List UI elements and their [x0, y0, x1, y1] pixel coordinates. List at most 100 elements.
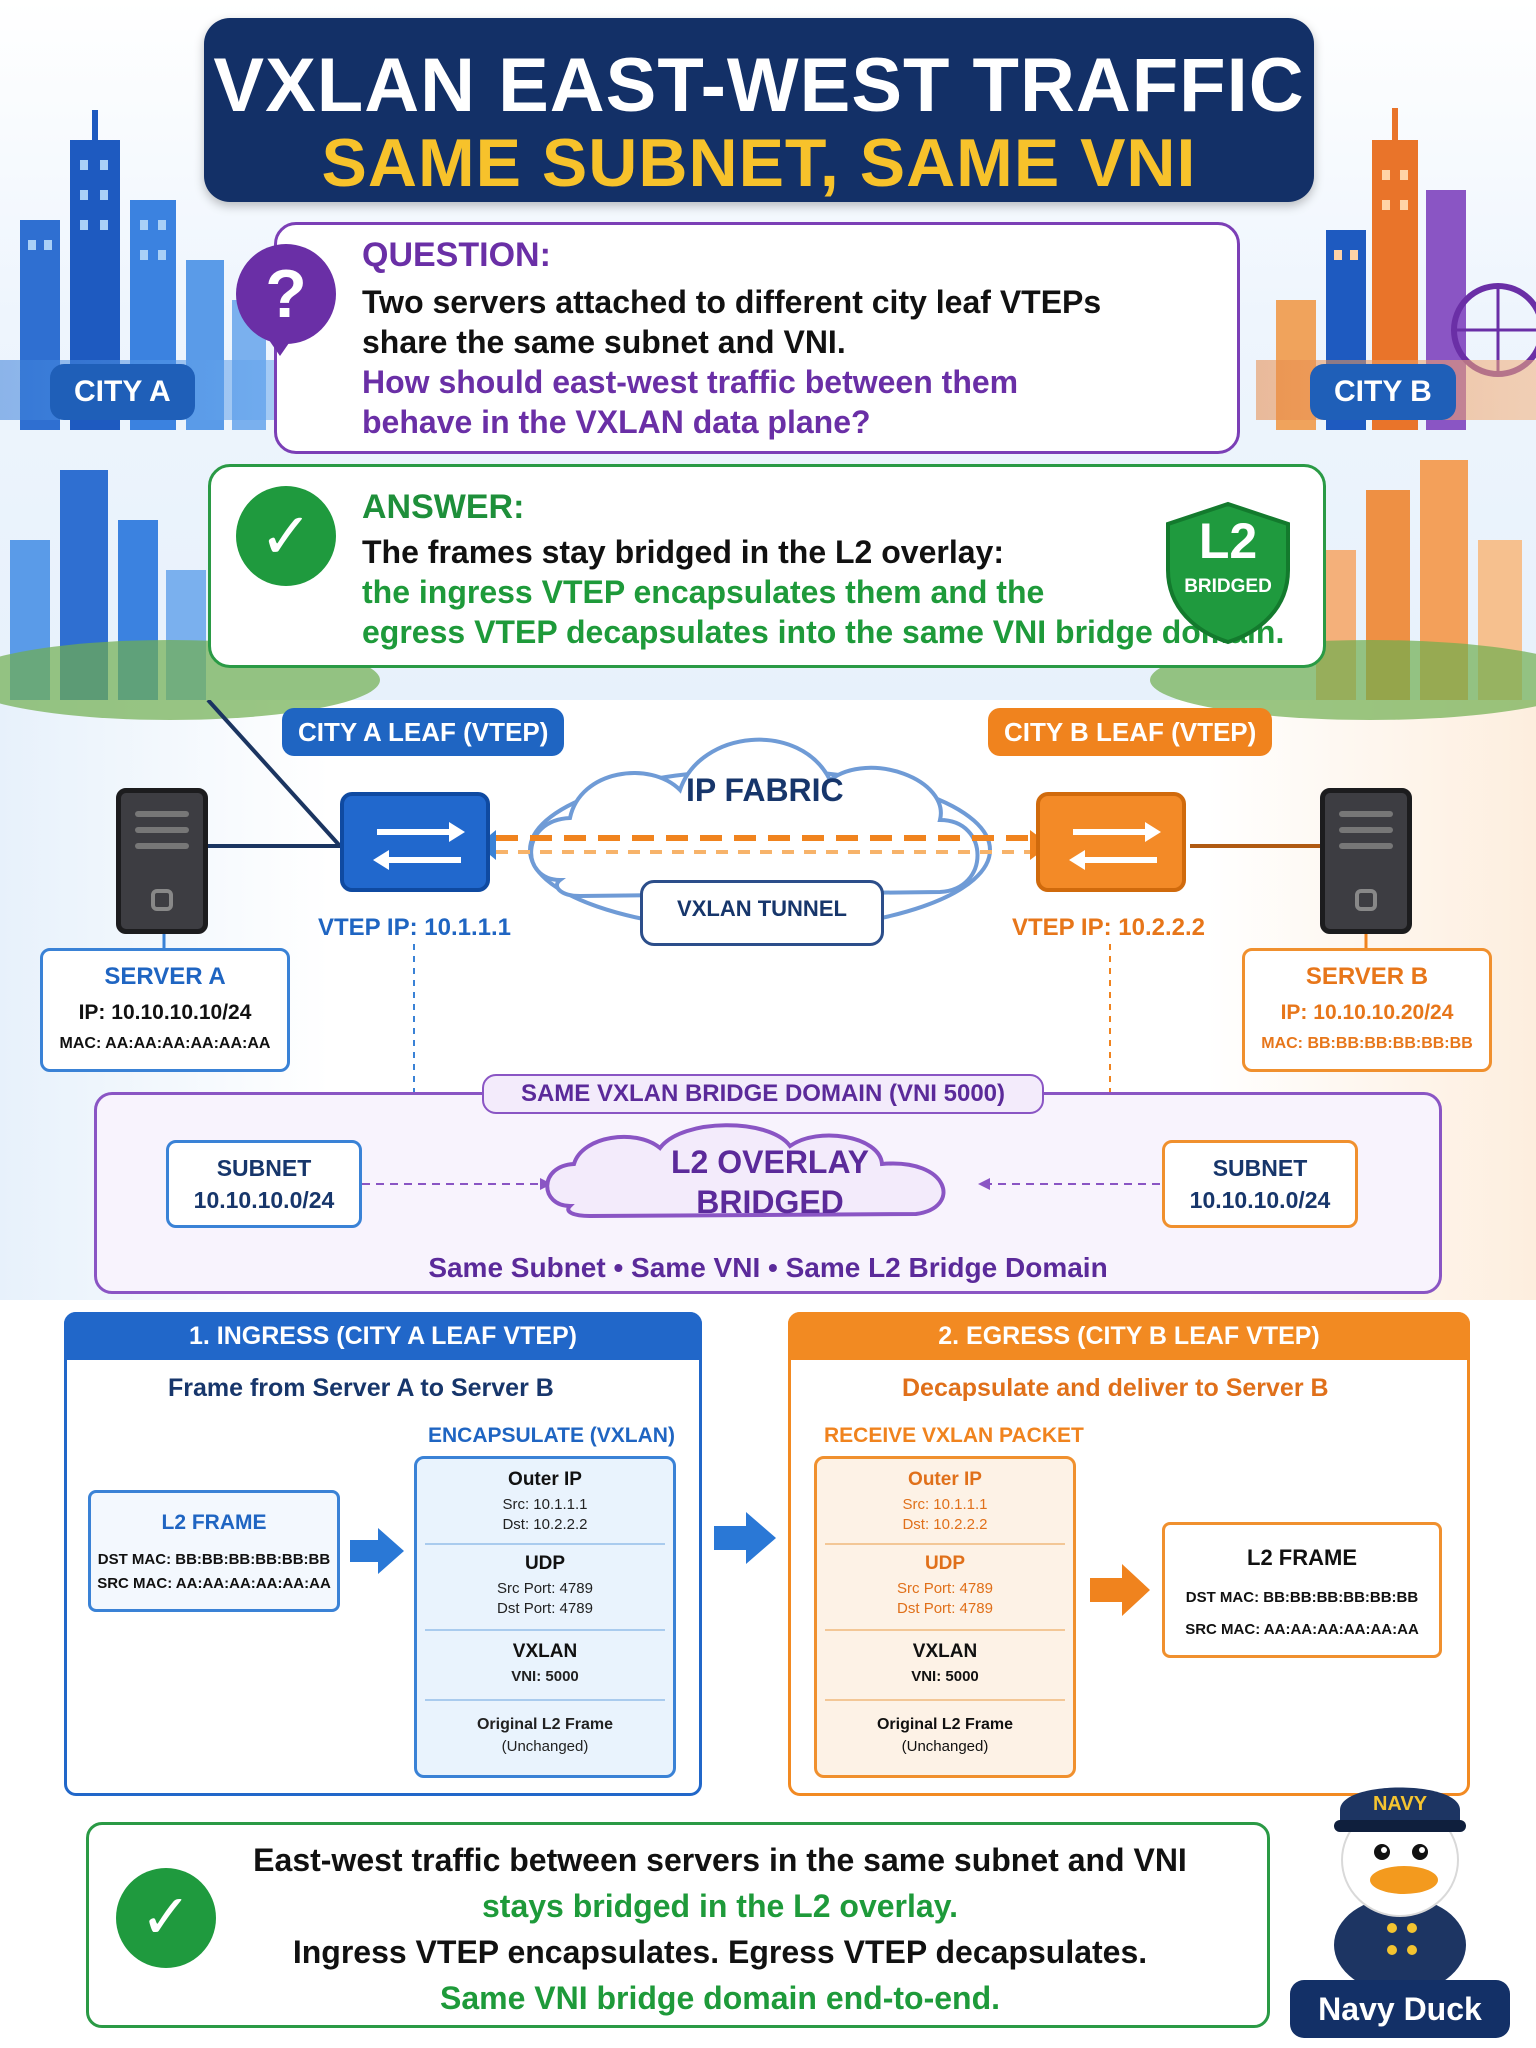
question-mark-icon: ?	[236, 244, 336, 344]
server-a-name: SERVER A	[104, 963, 226, 990]
egress-l2-frame: L2 FRAME DST MAC: BB:BB:BB:BB:BB:BB SRC …	[1162, 1522, 1442, 1658]
navy-duck-badge: Navy Duck	[1290, 1980, 1510, 2038]
udp-heading: UDP	[524, 1553, 566, 1574]
bridge-domain-title: SAME VXLAN BRIDGE DOMAIN (VNI 5000)	[520, 1080, 1006, 1107]
vxlan-tunnel-label: VXLAN TUNNEL	[677, 896, 847, 921]
server-a-card: SERVER A IP: 10.10.10.10/24 MAC: AA:AA:A…	[40, 948, 290, 1072]
egress-frame-dst: DST MAC: BB:BB:BB:BB:BB:BB	[1185, 1589, 1419, 1606]
server-a-mac: MAC: AA:AA:AA:AA:AA:AA	[59, 1035, 271, 1052]
server-b-mac: MAC: BB:BB:BB:BB:BB:BB	[1261, 1035, 1473, 1052]
arrow-right-icon	[350, 1528, 404, 1574]
outer-ip-dst: Dst: 10.2.2.2	[502, 1516, 588, 1533]
outer-ip-src: Src: 10.1.1.1	[902, 1496, 988, 1513]
ingress-frame-src: SRC MAC: AA:AA:AA:AA:AA:AA	[97, 1575, 331, 1592]
page-subtitle: SAME SUBNET, SAME VNI	[321, 125, 1197, 201]
answer-line: The frames stay bridged in the L2 overla…	[362, 534, 1004, 570]
subnet-right-value: 10.10.10.0/24	[1189, 1187, 1331, 1213]
duck-cap-text: NAVY	[1373, 1793, 1428, 1815]
bridge-domain-footer: Same Subnet • Same VNI • Same L2 Bridge …	[428, 1252, 1108, 1283]
overlay-label-line2: BRIDGED	[696, 1184, 844, 1220]
ip-fabric-label: IP FABRIC	[686, 772, 844, 808]
vxlan-tunnel-box	[640, 880, 884, 946]
question-line: behave in the VXLAN data plane?	[362, 404, 871, 440]
subnet-box-left: SUBNET 10.10.10.0/24	[166, 1140, 362, 1228]
egress-header: 2. EGRESS (CITY B LEAF VTEP)	[788, 1312, 1470, 1360]
vxlan-vni: VNI: 5000	[511, 1668, 579, 1685]
receive-caption: RECEIVE VXLAN PACKET	[824, 1424, 1084, 1447]
question-line: How should east-west traffic between the…	[362, 364, 1019, 400]
original-frame-unchanged: (Unchanged)	[501, 1738, 589, 1755]
vtep-ip-b: VTEP IP: 10.2.2.2	[1012, 914, 1205, 941]
vxlan-heading: VXLAN	[912, 1641, 978, 1662]
ingress-header: 1. INGRESS (CITY A LEAF VTEP)	[64, 1312, 702, 1360]
outer-ip-src: Src: 10.1.1.1	[502, 1496, 588, 1513]
encapsulated-packet-stack: Outer IP Src: 10.1.1.1 Dst: 10.2.2.2 UDP…	[414, 1456, 676, 1778]
overlay-cloud-icon	[362, 1123, 1160, 1219]
answer-line: egress VTEP decapsulates into the same V…	[362, 614, 1285, 650]
question-line: share the same subnet and VNI.	[362, 324, 846, 360]
udp-dst-port: Dst Port: 4789	[497, 1600, 593, 1617]
outer-ip-dst: Dst: 10.2.2.2	[902, 1516, 988, 1533]
city-a-label: CITY A	[50, 364, 195, 420]
vxlan-heading: VXLAN	[512, 1641, 578, 1662]
received-packet-stack: Outer IP Src: 10.1.1.1 Dst: 10.2.2.2 UDP…	[814, 1456, 1076, 1778]
summary-line: East-west traffic between servers in the…	[253, 1842, 1187, 1878]
server-b-ip: IP: 10.10.10.20/24	[1280, 1001, 1454, 1024]
udp-dst-port: Dst Port: 4789	[897, 1600, 993, 1617]
l2-bridged-shield-icon	[1166, 501, 1290, 645]
subnet-right-title: SUBNET	[1212, 1155, 1308, 1181]
vtep-ip-a: VTEP IP: 10.1.1.1	[318, 914, 511, 941]
checkmark-icon: ✓	[116, 1868, 216, 1968]
page-title: VXLAN EAST-WEST TRAFFIC	[213, 43, 1305, 128]
shield-label-l2: L2	[1198, 513, 1258, 569]
server-b-name: SERVER B	[1305, 963, 1429, 990]
city-b-switch-icon	[1036, 792, 1186, 892]
answer-card	[208, 464, 1326, 668]
arrow-right-icon	[1090, 1564, 1150, 1616]
outer-ip-heading: Outer IP	[508, 1469, 582, 1490]
subnet-left-title: SUBNET	[216, 1155, 312, 1181]
summary-line: Ingress VTEP encapsulates. Egress VTEP d…	[292, 1934, 1148, 1970]
udp-src-port: Src Port: 4789	[897, 1580, 993, 1597]
arrow-right-icon	[714, 1512, 776, 1564]
original-frame-label: Original L2 Frame	[876, 1716, 1014, 1733]
udp-src-port: Src Port: 4789	[497, 1580, 593, 1597]
original-frame-unchanged: (Unchanged)	[901, 1738, 989, 1755]
navy-duck-mascot-icon: NAVY	[1334, 1787, 1466, 1990]
ingress-frame-dst: DST MAC: BB:BB:BB:BB:BB:BB	[97, 1551, 331, 1568]
answer-heading: ANSWER:	[362, 488, 525, 526]
summary-card	[86, 1822, 1270, 2028]
server-b-icon	[1320, 788, 1412, 934]
city-b-label: CITY B	[1310, 364, 1456, 420]
subnet-left-value: 10.10.10.0/24	[193, 1187, 335, 1213]
subnet-box-right: SUBNET 10.10.10.0/24	[1162, 1140, 1358, 1228]
original-frame-label: Original L2 Frame	[476, 1716, 614, 1733]
ingress-subtitle: Frame from Server A to Server B	[168, 1374, 554, 1402]
outer-ip-heading: Outer IP	[908, 1469, 982, 1490]
shield-label-bridged: BRIDGED	[1184, 576, 1272, 597]
city-a-leaf-label: CITY A LEAF (VTEP)	[282, 708, 565, 756]
vxlan-vni: VNI: 5000	[911, 1668, 979, 1685]
checkmark-icon: ✓	[236, 486, 336, 586]
title-banner: VXLAN EAST-WEST TRAFFIC SAME SUBNET, SAM…	[204, 18, 1314, 202]
server-a-icon	[116, 788, 208, 934]
ingress-frame-title: L2 FRAME	[161, 1511, 267, 1534]
summary-line: Same VNI bridge domain end-to-end.	[439, 1980, 1001, 2016]
bridge-domain-title-tag	[482, 1074, 1044, 1114]
city-b-leaf-label: CITY B LEAF (VTEP)	[988, 708, 1273, 756]
question-card	[274, 222, 1240, 454]
ingress-l2-frame: L2 FRAME DST MAC: BB:BB:BB:BB:BB:BB SRC …	[88, 1490, 340, 1612]
encapsulate-caption: ENCAPSULATE (VXLAN)	[428, 1424, 675, 1447]
city-a-switch-icon	[340, 792, 490, 892]
egress-subtitle: Decapsulate and deliver to Server B	[902, 1374, 1329, 1402]
server-b-card: SERVER B IP: 10.10.10.20/24 MAC: BB:BB:B…	[1242, 948, 1492, 1072]
overlay-label-line1: L2 OVERLAY	[671, 1144, 869, 1180]
question-heading: QUESTION:	[362, 236, 551, 274]
egress-frame-src: SRC MAC: AA:AA:AA:AA:AA:AA	[1185, 1621, 1419, 1638]
summary-line: stays bridged in the L2 overlay.	[482, 1888, 958, 1924]
server-a-ip: IP: 10.10.10.10/24	[78, 1001, 252, 1024]
egress-frame-title: L2 FRAME	[1247, 1545, 1357, 1570]
answer-line: the ingress VTEP encapsulates them and t…	[362, 574, 1045, 610]
question-line: Two servers attached to different city l…	[362, 284, 1102, 320]
udp-heading: UDP	[924, 1553, 966, 1574]
